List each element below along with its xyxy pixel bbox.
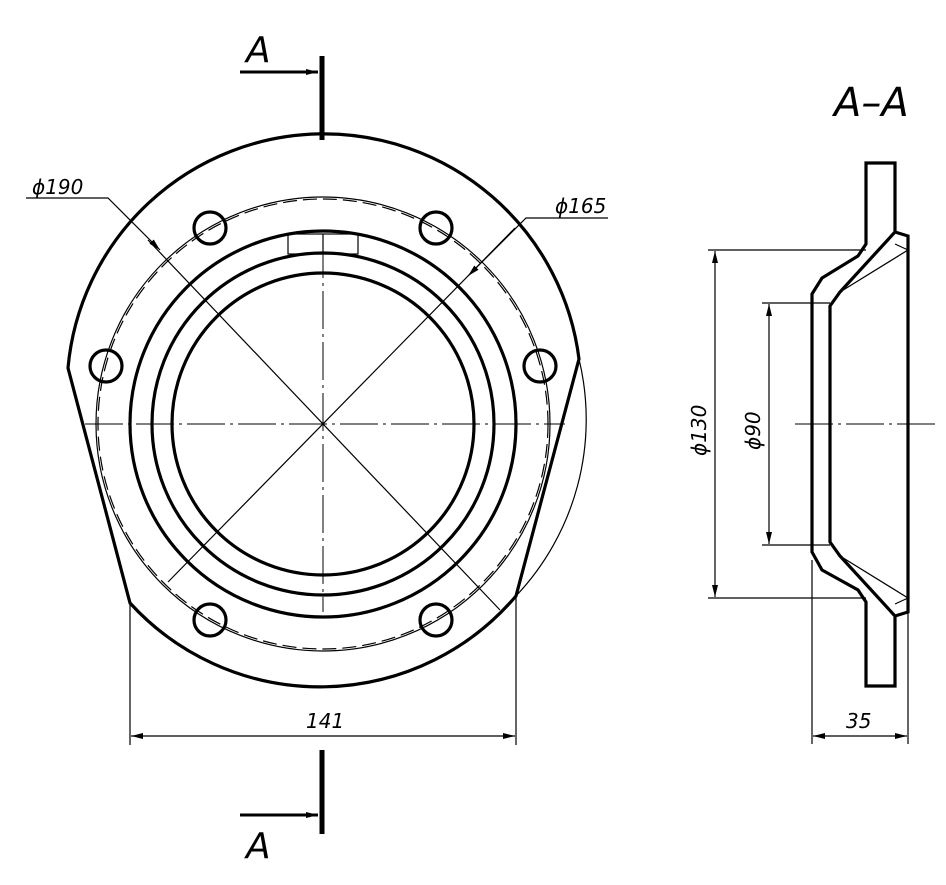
bolt-circle-leader xyxy=(467,217,608,277)
bolt-hole-right xyxy=(522,348,558,384)
inner-taper-bottom xyxy=(839,555,909,599)
front-view: ϕ190 ϕ165 141 A A xyxy=(26,30,608,867)
flange-diameter-label: ϕ190 xyxy=(32,175,83,199)
diagonal-line-2 xyxy=(167,227,516,583)
inner-taper-top xyxy=(839,249,909,293)
section-view: A–A ϕ130 ϕ90 35 xyxy=(687,80,935,744)
bolt-hole-left xyxy=(88,348,124,384)
section-title: A–A xyxy=(831,80,909,126)
outer-bore-label: ϕ130 xyxy=(687,405,711,456)
bolt-hole-top-left xyxy=(192,210,228,246)
section-marker-bottom: A xyxy=(244,826,271,867)
width-label: 141 xyxy=(306,709,344,733)
depth-label: 35 xyxy=(846,709,871,733)
section-marker-top: A xyxy=(244,30,271,71)
bolt-circle-label: ϕ165 xyxy=(555,194,606,218)
flange-diameter-leader xyxy=(26,197,161,251)
inner-edge-top xyxy=(894,243,909,251)
inner-edge-bottom xyxy=(894,597,909,605)
reference-arc xyxy=(515,358,587,597)
bolt-hole-top-right xyxy=(418,210,454,246)
diagonal-line-1 xyxy=(147,239,501,611)
bolt-hole-bottom-left xyxy=(192,602,228,638)
inner-bore-label: ϕ90 xyxy=(741,411,765,450)
flange-outline xyxy=(66,132,581,689)
bolt-hole-bottom-right xyxy=(418,602,454,638)
